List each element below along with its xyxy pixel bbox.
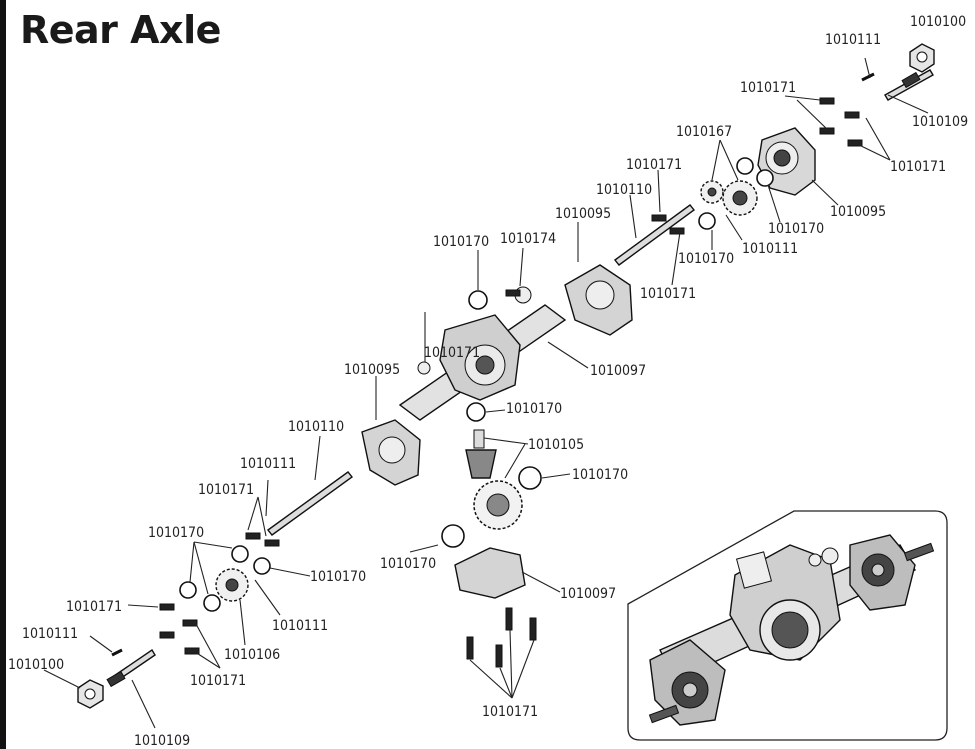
part-label: 1010095 bbox=[830, 204, 886, 220]
part-label: 1010109 bbox=[134, 733, 190, 749]
part-labels: 1010100 1010111 1010171 1010109 1010171 … bbox=[8, 14, 968, 749]
part-label: 1010171 bbox=[190, 673, 246, 689]
part-label: 1010097 bbox=[560, 586, 616, 602]
part-label: 1010100 bbox=[910, 14, 966, 30]
part-label: 1010170 bbox=[768, 221, 824, 237]
part-label: 1010100 bbox=[8, 657, 64, 673]
leader-lines bbox=[43, 57, 929, 729]
part-label: 1010171 bbox=[66, 599, 122, 615]
part-label: 1010174 bbox=[500, 231, 556, 247]
part-label: 1010171 bbox=[198, 482, 254, 498]
part-label: 1010167 bbox=[676, 124, 732, 140]
part-label: 1010170 bbox=[380, 556, 436, 572]
part-label: 1010095 bbox=[555, 206, 611, 222]
part-label: 1010095 bbox=[344, 362, 400, 378]
part-label: 1010111 bbox=[742, 241, 798, 257]
part-label: 1010171 bbox=[482, 704, 538, 720]
exploded-parts bbox=[77, 43, 935, 709]
part-label: 1010170 bbox=[572, 467, 628, 483]
part-label: 1010111 bbox=[825, 32, 881, 48]
part-label: 1010111 bbox=[22, 626, 78, 642]
part-label: 1010105 bbox=[528, 437, 584, 453]
part-label: 1010171 bbox=[626, 157, 682, 173]
assembled-axle-inset bbox=[627, 510, 948, 741]
part-label: 1010170 bbox=[506, 401, 562, 417]
page-title: Rear Axle bbox=[20, 8, 221, 52]
part-label: 1010111 bbox=[240, 456, 296, 472]
part-label: 1010110 bbox=[596, 182, 652, 198]
left-border bbox=[0, 0, 6, 749]
part-label: 1010170 bbox=[310, 569, 366, 585]
part-label: 1010170 bbox=[148, 525, 204, 541]
part-label: 1010110 bbox=[288, 419, 344, 435]
part-label: 1010109 bbox=[912, 114, 968, 130]
part-label: 1010171 bbox=[640, 286, 696, 302]
part-label: 1010170 bbox=[433, 234, 489, 250]
part-label: 1010171 bbox=[740, 80, 796, 96]
part-label: 1010106 bbox=[224, 647, 280, 663]
part-label: 1010170 bbox=[678, 251, 734, 267]
part-label: 1010111 bbox=[272, 618, 328, 634]
part-label: 1010097 bbox=[590, 363, 646, 379]
part-label: 1010171 bbox=[424, 345, 480, 361]
part-label: 1010171 bbox=[890, 159, 946, 175]
